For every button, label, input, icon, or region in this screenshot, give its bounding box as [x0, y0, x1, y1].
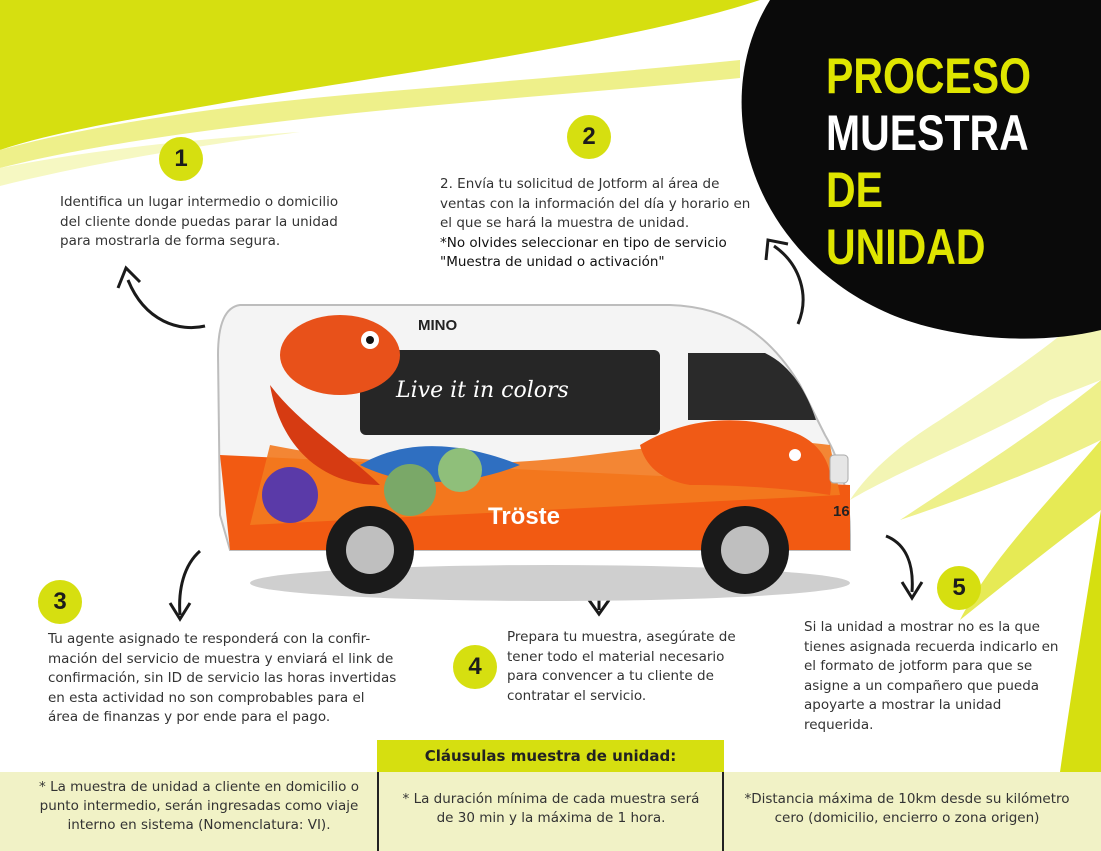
step-4-badge: 4	[453, 645, 497, 689]
clausula-item-2: * La duración mínima de cada muestra ser…	[402, 791, 700, 826]
van-image	[216, 304, 851, 601]
step-5-text: Si la unidad a mostrar no es la que tien…	[804, 619, 1059, 733]
page-title: PROCESO MUESTRA DE UNIDAD	[826, 48, 1047, 276]
clausula-divider	[722, 772, 724, 851]
step-2-badge: 2	[567, 115, 611, 159]
curved-arrow-icon	[764, 238, 805, 325]
title-line-1: PROCESO	[826, 48, 1032, 104]
clausulas-bar	[0, 772, 1101, 851]
curved-arrow-icon	[116, 265, 206, 330]
step-2-note-line-1: *No olvides seleccionar en tipo de servi…	[440, 234, 727, 251]
van-brand-top: MINO	[418, 317, 458, 334]
van-brand-side: Tröste	[488, 503, 561, 530]
step-3-badge: 3	[38, 580, 82, 624]
clausula-divider	[377, 772, 379, 851]
step-1-text: Identifica un lugar intermedio o domicil…	[60, 194, 339, 249]
van-unit-number: 16	[833, 503, 850, 520]
step-1-badge: 1	[159, 137, 203, 181]
step-2-block: 2. Envía tu solicitud de Jotform al área…	[440, 175, 760, 273]
step-3-text: Tu agente asignado te responderá con la …	[48, 631, 397, 725]
title-line-2: MUESTRA	[826, 105, 1029, 161]
clausula-item-1: * La muestra de unidad a cliente en domi…	[39, 779, 359, 833]
van-slogan: Live it in colors	[396, 378, 569, 403]
step-2-text: 2. Envía tu solicitud de Jotform al área…	[440, 176, 751, 231]
title-line-3: DE UNIDAD	[826, 162, 986, 275]
curved-arrow-icon	[168, 549, 202, 622]
step-5-badge: 5	[937, 566, 981, 610]
clausula-item-3: *Distancia máxima de 10km desde su kilóm…	[744, 791, 1070, 826]
curved-arrow-icon	[885, 534, 924, 601]
step-2-note-line-2: "Muestra de unidad o activación"	[440, 254, 665, 270]
clausulas-header: Cláusulas muestra de unidad:	[377, 740, 724, 772]
step-4-text: Prepara tu muestra, asegúrate de tener t…	[507, 629, 736, 704]
